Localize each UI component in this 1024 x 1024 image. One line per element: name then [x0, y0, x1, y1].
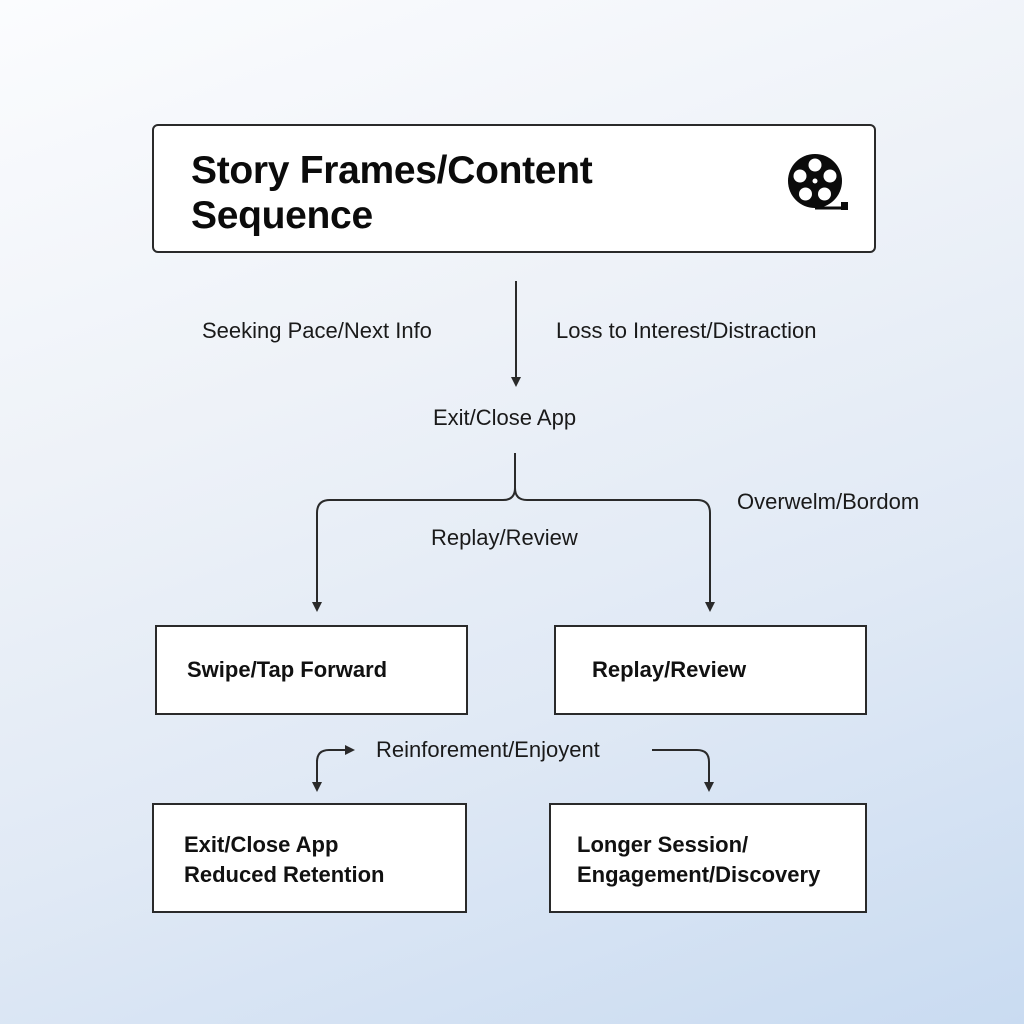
arrow-reinforcement-left [316, 745, 355, 787]
swipe-tap-forward-label: Swipe/Tap Forward [187, 657, 388, 682]
replay-review-label: Replay/Review [592, 657, 747, 682]
swipe-tap-forward-node: Swipe/Tap Forward [155, 625, 468, 715]
story-frames-node: Story Frames/Content Sequence [152, 124, 876, 253]
story-frames-title: Story Frames/Content Sequence [191, 148, 593, 238]
branch-split-connector-right [514, 487, 715, 612]
exit-label-line-2: Reduced Retention [184, 862, 385, 887]
longer-label-line-2: Engagement/Discovery [577, 862, 821, 887]
label-overwhelm-boredom: Overwelm/Bordom [737, 489, 920, 514]
label-loss-of-interest: Loss to Interest/Distraction [556, 318, 817, 343]
label-reinforcement-enjoyment: Reinforement/Enjoyent [376, 737, 600, 762]
label-replay-review: Replay/Review [431, 525, 578, 550]
label-seeking-pace: Seeking Pace/Next Info [202, 318, 432, 343]
replay-review-node: Replay/Review [554, 625, 867, 715]
title-line-2: Sequence [191, 194, 373, 237]
branch-split-connector [312, 453, 516, 612]
label-exit-close-app: Exit/Close App [433, 405, 577, 430]
exit-label-line-1: Exit/Close App [184, 832, 339, 857]
arrow-reinforcement-right [652, 749, 714, 792]
title-line-1: Story Frames/Content [191, 149, 593, 192]
longer-session-label: Longer Session/ Engagement/Discovery [577, 830, 820, 890]
longer-label-line-1: Longer Session/ [577, 832, 749, 857]
exit-reduced-retention-label: Exit/Close App Reduced Retention [184, 830, 384, 890]
film-reel-icon [788, 154, 848, 210]
exit-reduced-retention-node: Exit/Close App Reduced Retention [152, 803, 467, 913]
longer-session-node: Longer Session/ Engagement/Discovery [549, 803, 867, 913]
